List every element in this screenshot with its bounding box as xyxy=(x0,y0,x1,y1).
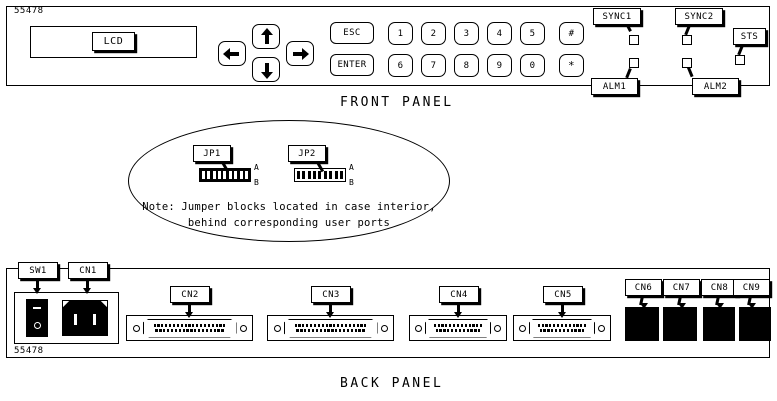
module-cn9 xyxy=(739,307,771,341)
cn2-screw-left xyxy=(132,324,140,332)
switch-off-mark xyxy=(33,321,41,329)
cn5-callout-label: CN5 xyxy=(543,286,583,303)
module-cn8 xyxy=(703,307,735,341)
jumper-note-line-2: behind corresponding user ports xyxy=(187,217,391,229)
arrow-down-key[interactable] xyxy=(252,57,280,82)
sts-callout-label: STS xyxy=(733,28,766,45)
sync1-led xyxy=(629,35,639,45)
cn4-shell xyxy=(425,318,491,338)
cn4-screw-right xyxy=(494,324,501,332)
cn2-screw-right xyxy=(239,324,247,332)
sts-led xyxy=(735,55,745,65)
key-0[interactable]: 0 xyxy=(520,54,545,77)
connector-cn3 xyxy=(267,315,394,341)
power-switch-sw1[interactable] xyxy=(26,299,48,337)
jumper-block-jp1 xyxy=(199,168,251,182)
front-panel-part-number: 55478 xyxy=(14,6,44,16)
switch-on-mark xyxy=(33,307,41,310)
arrow-down-icon xyxy=(257,61,275,79)
back-panel-part-number: 55478 xyxy=(14,346,44,356)
alm1-led xyxy=(629,58,639,68)
arrow-right-icon xyxy=(291,45,309,63)
cn3-pins-top xyxy=(288,324,374,328)
cn5-pins-bottom xyxy=(533,328,591,332)
key-7[interactable]: 7 xyxy=(421,54,446,77)
cn5-pins-top xyxy=(533,324,591,328)
module-cn6 xyxy=(625,307,659,341)
sync1-callout-label: SYNC1 xyxy=(593,8,641,25)
cn4-pins-bottom xyxy=(429,328,487,332)
alm1-callout-label: ALM1 xyxy=(591,78,638,95)
cn7-callout-label: CN7 xyxy=(663,279,700,296)
key-2[interactable]: 2 xyxy=(421,22,446,45)
cn1-callout-label: CN1 xyxy=(68,262,108,279)
arrow-up-icon xyxy=(257,27,275,46)
sync2-led xyxy=(682,35,692,45)
cn3-screw-right xyxy=(380,324,388,332)
lcd-callout-label: LCD xyxy=(92,32,135,51)
module-cn7 xyxy=(663,307,697,341)
connector-cn2 xyxy=(126,315,253,341)
key-asterisk[interactable]: * xyxy=(559,54,584,77)
arrow-left-icon xyxy=(223,45,241,63)
power-inlet-cn1 xyxy=(62,300,108,336)
jp2-row-a-label: A xyxy=(349,163,354,172)
key-5[interactable]: 5 xyxy=(520,22,545,45)
cn2-pins-top xyxy=(147,324,233,328)
cn3-screw-left xyxy=(273,324,281,332)
key-3[interactable]: 3 xyxy=(454,22,479,45)
jumper-note-line-1: Note: Jumper blocks located in case inte… xyxy=(142,201,436,213)
cn9-callout-label: CN9 xyxy=(733,279,770,296)
alm2-led xyxy=(682,58,692,68)
connector-cn4 xyxy=(409,315,507,341)
jumper-detail-callout-ellipse: Note: Jumper blocks located in case inte… xyxy=(128,120,450,242)
arrow-right-key[interactable] xyxy=(286,41,314,66)
cn3-shell xyxy=(283,318,378,338)
key-1[interactable]: 1 xyxy=(388,22,413,45)
cn5-screw-right xyxy=(598,324,605,332)
jp1-callout-label: JP1 xyxy=(193,145,231,162)
key-esc[interactable]: ESC xyxy=(330,22,374,44)
connector-cn5 xyxy=(513,315,611,341)
cn3-callout-label: CN3 xyxy=(311,286,351,303)
sw1-callout-label: SW1 xyxy=(18,262,58,279)
cn4-callout-label: CN4 xyxy=(439,286,479,303)
jp2-row-b-label: B xyxy=(349,178,354,187)
cn5-screw-left xyxy=(519,324,526,332)
cn2-callout-label: CN2 xyxy=(170,286,210,303)
sync2-callout-label: SYNC2 xyxy=(675,8,723,25)
arrow-left-key[interactable] xyxy=(218,41,246,66)
cn3-pins-bottom xyxy=(288,328,374,332)
back-panel-caption: BACK PANEL xyxy=(340,376,444,391)
cn2-pins-bottom xyxy=(147,328,233,332)
cn2-shell xyxy=(142,318,237,338)
jp1-row-a-label: A xyxy=(254,163,259,172)
cn4-pins-top xyxy=(429,324,487,328)
alm2-callout-label: ALM2 xyxy=(692,78,739,95)
front-panel-caption: FRONT PANEL xyxy=(340,95,454,110)
cn4-screw-left xyxy=(415,324,422,332)
key-enter[interactable]: ENTER xyxy=(330,54,374,76)
key-8[interactable]: 8 xyxy=(454,54,479,77)
iec-inlet-icon xyxy=(63,301,107,335)
key-9[interactable]: 9 xyxy=(487,54,512,77)
key-6[interactable]: 6 xyxy=(388,54,413,77)
key-hash[interactable]: # xyxy=(559,22,584,45)
cn5-shell xyxy=(529,318,595,338)
cn6-callout-label: CN6 xyxy=(625,279,662,296)
key-4[interactable]: 4 xyxy=(487,22,512,45)
jp1-row-b-label: B xyxy=(254,178,259,187)
jp2-callout-label: JP2 xyxy=(288,145,326,162)
arrow-up-key[interactable] xyxy=(252,24,280,49)
